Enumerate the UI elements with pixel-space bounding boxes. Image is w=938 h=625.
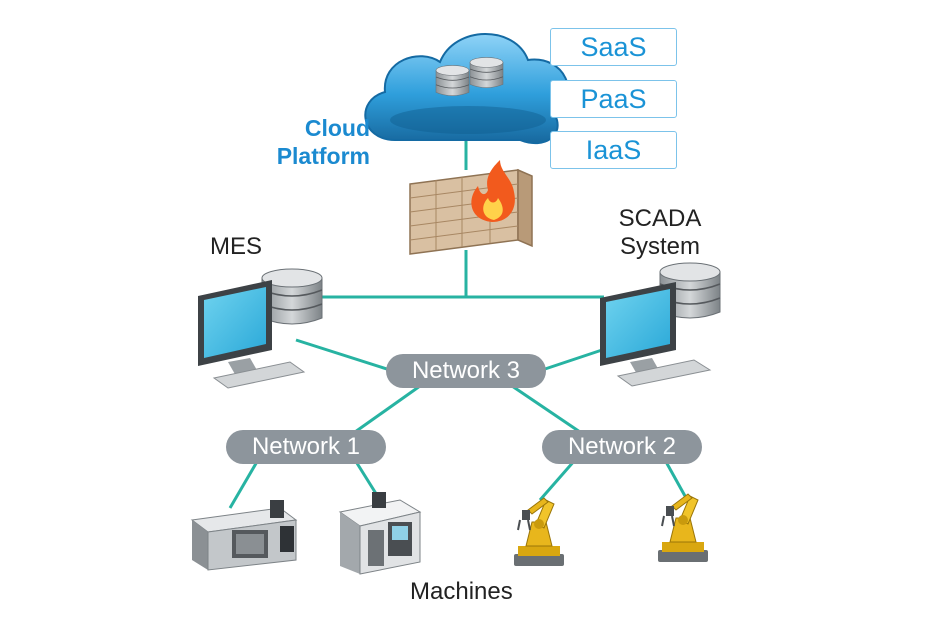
link-network2-robot2	[663, 459, 687, 497]
scada-label-line2: System	[619, 233, 700, 260]
connection-links	[228, 140, 687, 509]
mes-computer-icon	[198, 268, 323, 389]
network-3-node: Network 3	[386, 354, 546, 388]
cloud-label-line2: Platform	[276, 143, 370, 169]
cnc-lathe-icon	[190, 500, 298, 571]
cloud-database-icon	[364, 33, 570, 145]
mes-label: MES	[210, 233, 263, 260]
cloud-platform-label: Cloud Platform	[242, 114, 370, 170]
link-network1-lathe	[228, 459, 260, 509]
service-saas: SaaS	[550, 28, 677, 66]
scada-computer-icon	[600, 262, 721, 387]
robot-arm-icon	[513, 497, 565, 567]
network-2-node: Network 2	[542, 430, 702, 464]
scada-label-line1: SCADA	[618, 205, 702, 232]
link-network3-network1	[354, 384, 421, 434]
link-network2-robot1	[538, 459, 577, 501]
link-network3-network2	[511, 384, 581, 434]
service-iaas: IaaS	[550, 131, 677, 169]
firewall-icon	[409, 160, 533, 255]
service-paas: PaaS	[550, 80, 677, 118]
scada-label: SCADA System	[598, 205, 722, 261]
cnc-mill-icon	[338, 492, 422, 575]
robot-arm-icon	[657, 493, 709, 563]
network-1-node: Network 1	[226, 430, 386, 464]
cloud-label-line1: Cloud	[304, 115, 370, 141]
machines-label: Machines	[410, 578, 513, 605]
link-mes-network3	[295, 338, 391, 372]
